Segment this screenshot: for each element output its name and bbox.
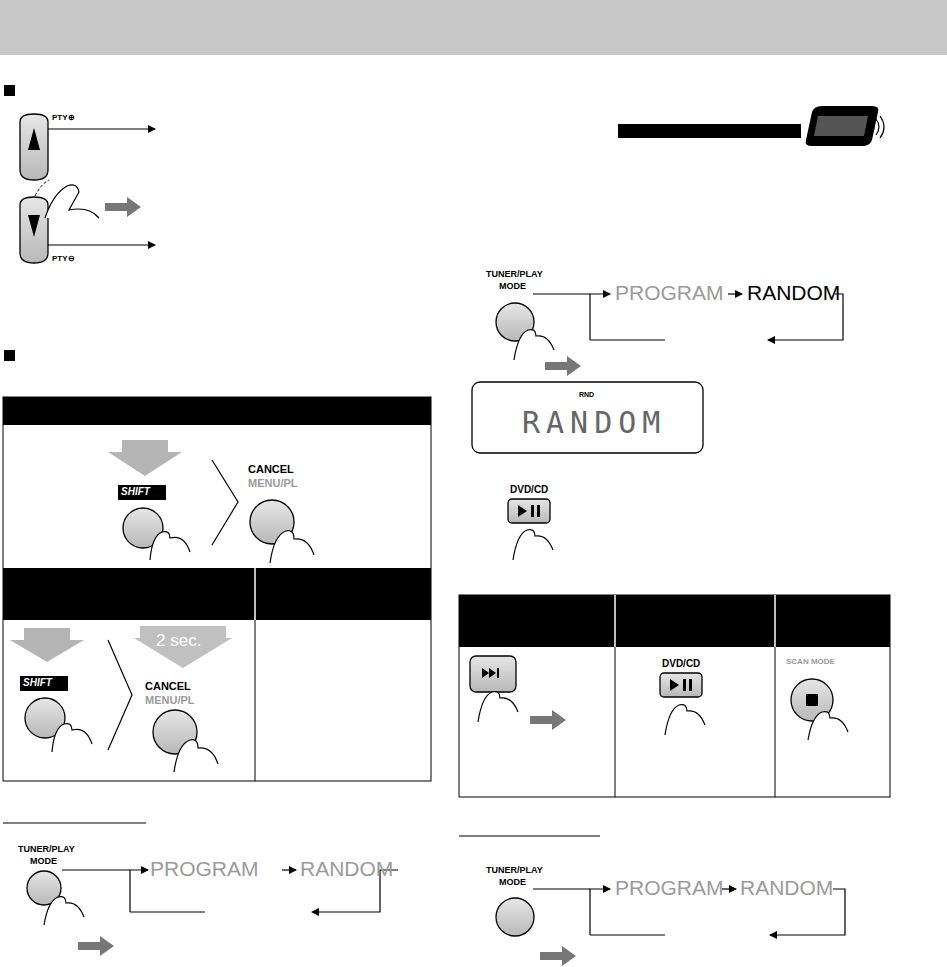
button-label: TUNER/PLAY [18,845,75,855]
button-label: DVD/CD [662,658,700,669]
mode-name: RANDOM [740,876,833,899]
button-label: MODE [30,857,57,867]
shift-label: SHIFT [121,486,150,497]
button-label: MENU/PL [145,694,195,706]
mode-name: RANDOM [300,857,393,880]
button-label: CANCEL [248,463,294,475]
hold-time: 2 sec. [156,632,201,651]
button-label: SCAN MODE [786,658,835,667]
button-label: DVD/CD [510,484,548,495]
button-label: MODE [499,878,526,888]
display-text: RANDOM [522,406,666,439]
button-label: PTY⊖ [52,255,75,264]
mode-name: PROGRAM [615,876,724,899]
mode-name: PROGRAM [150,857,259,880]
mode-name: PROGRAM [615,281,724,304]
button-label: MENU/PL [248,477,298,489]
mode-name: RANDOM [747,281,840,304]
display-indicator: RND [579,391,594,399]
button-label: CANCEL [145,680,191,692]
button-label: PTY⊕ [52,114,75,123]
button-label: TUNER/PLAY [486,866,543,876]
shift-label: SHIFT [23,677,52,688]
button-label: MODE [499,282,526,292]
button-label: TUNER/PLAY [486,270,543,280]
